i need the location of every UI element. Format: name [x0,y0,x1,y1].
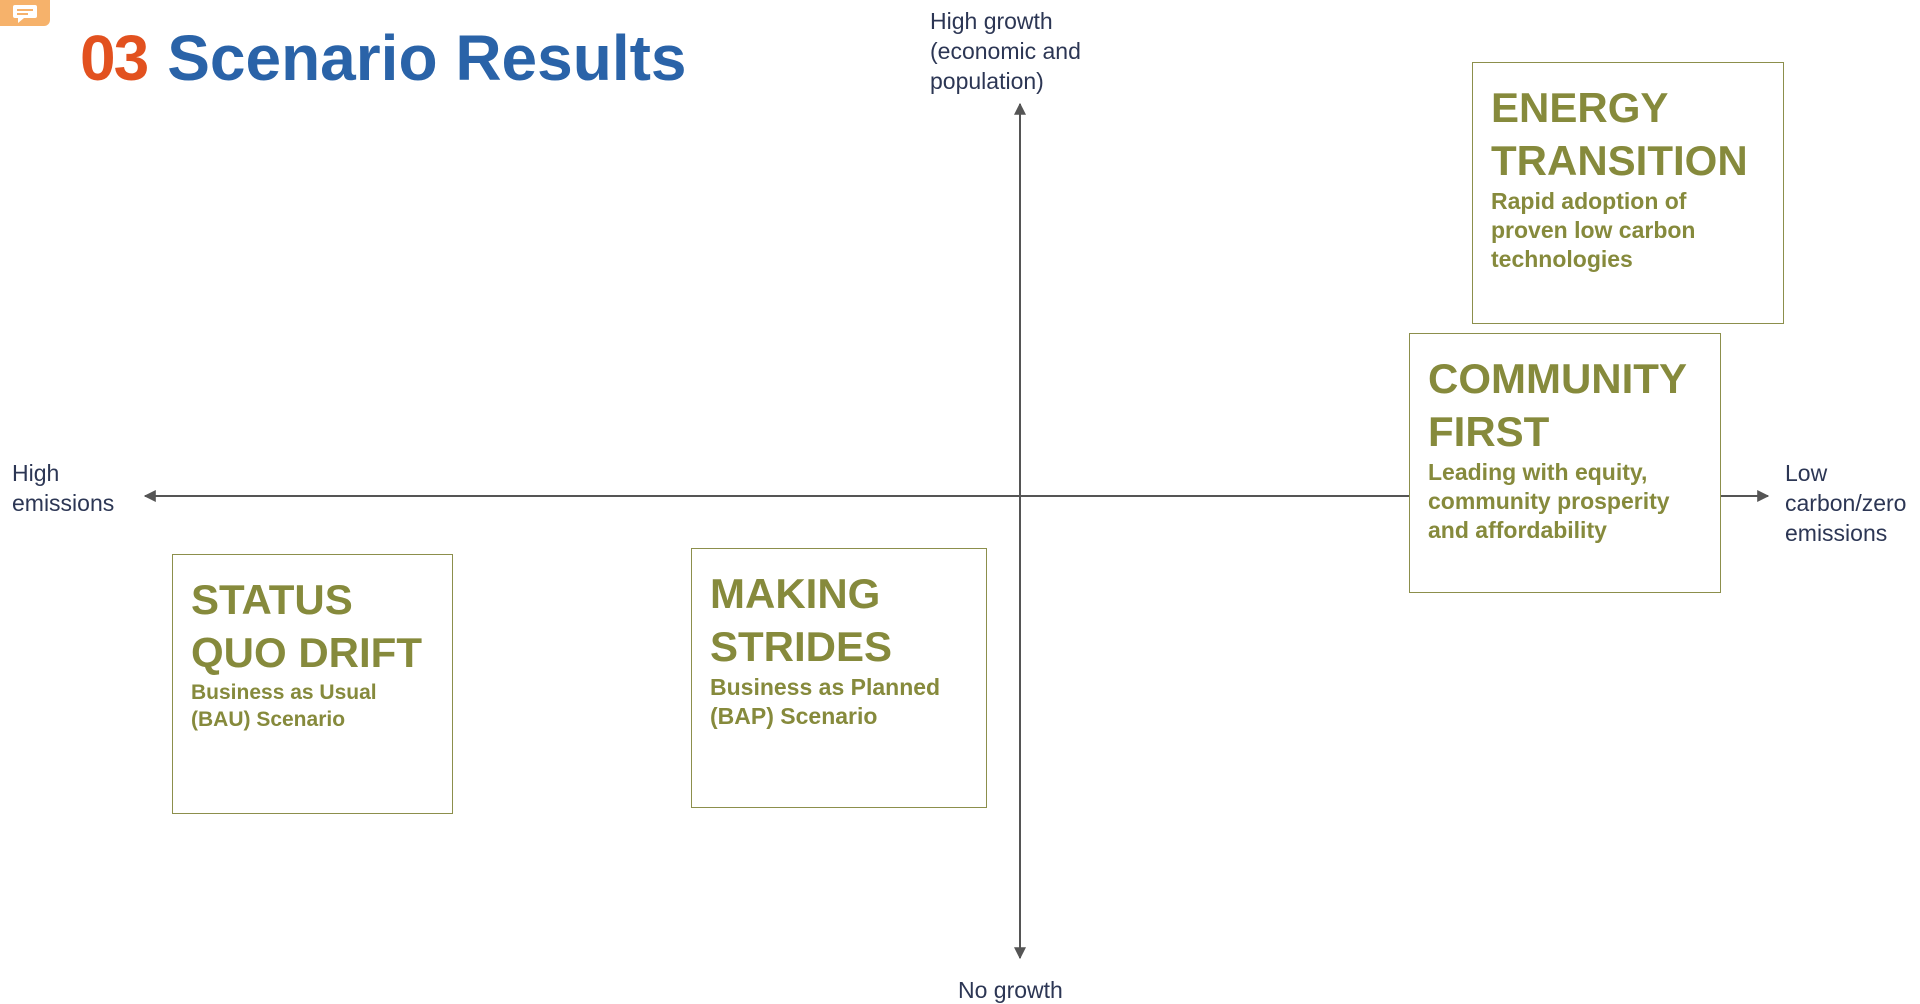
section-title: Scenario Results [167,22,687,94]
axis-label-low-carbon: Low carbon/zero emissions [1785,460,1907,546]
scenario-description: Leading with equity, community prosperit… [1428,459,1670,543]
axis-label-high-growth: High growth (economic and population) [930,8,1081,94]
scenario-community-first: COMMUNITY FIRST Leading with equity, com… [1409,333,1721,593]
axis-label-high-emissions: High emissions [12,460,115,516]
scenario-description: Rapid adoption of proven low carbon tech… [1491,188,1696,272]
section-number: 03 [80,22,149,94]
comment-icon[interactable] [0,0,50,26]
scenario-making-strides: MAKING STRIDES Business as Planned (BAP)… [691,548,987,808]
scenario-title: STATUS QUO DRIFT [191,576,422,676]
scenario-title: ENERGY TRANSITION [1491,84,1748,184]
scenario-description: Business as Planned (BAP) Scenario [710,674,941,729]
scenario-description: Business as Usual (BAU) Scenario [191,681,377,731]
scenario-status-quo-drift: STATUS QUO DRIFT Business as Usual (BAU)… [172,554,453,814]
scenario-title: COMMUNITY FIRST [1428,355,1687,455]
scenario-title: MAKING STRIDES [710,570,893,670]
axis-label-no-growth: No growth [958,977,1063,1003]
scenario-energy-transition: ENERGY TRANSITION Rapid adoption of prov… [1472,62,1784,324]
